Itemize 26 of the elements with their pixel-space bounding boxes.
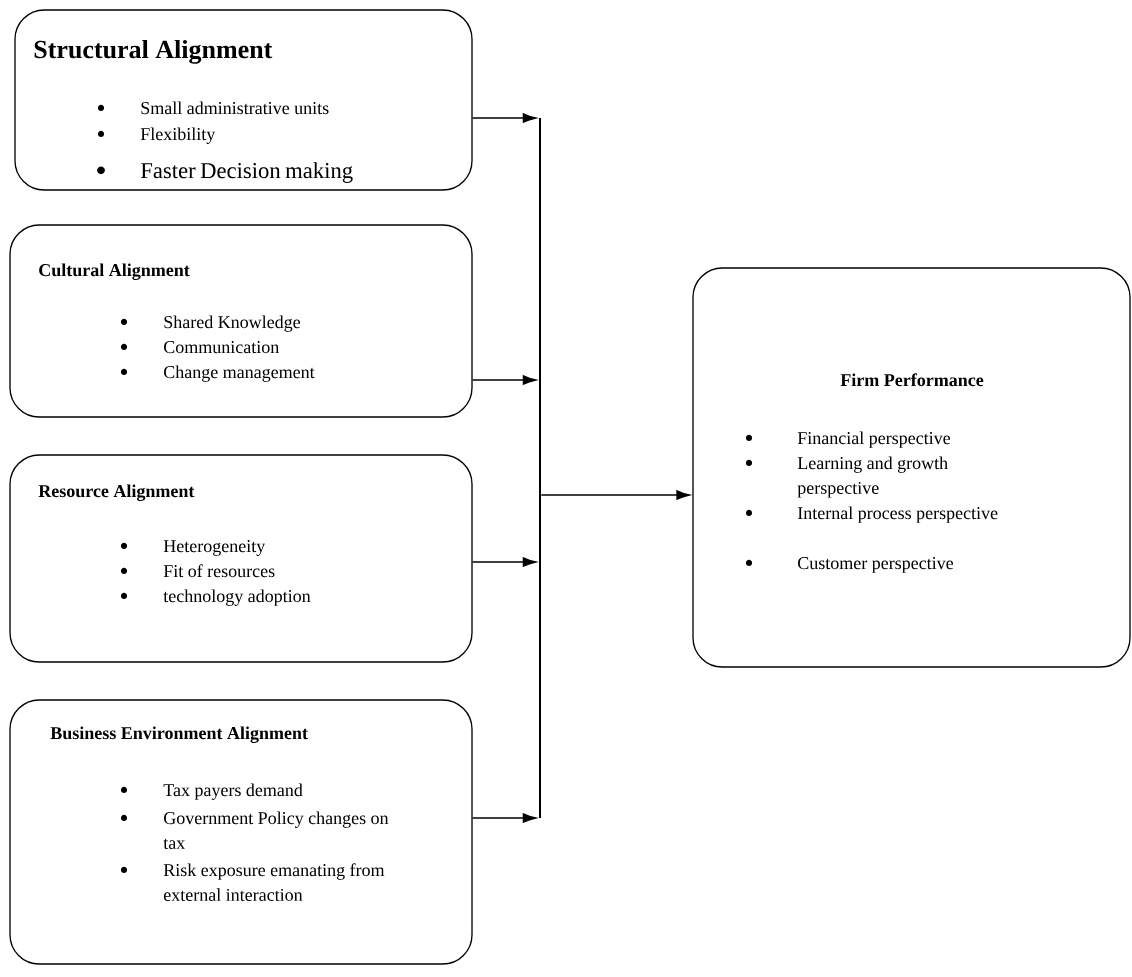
bullet-item: Government Policy changes on tax	[120, 811, 389, 849]
arrow	[472, 113, 537, 123]
bullet-item: Communication	[120, 341, 279, 354]
bullet-item: Financial perspective	[745, 431, 951, 448]
bullet-item: Change management	[120, 365, 315, 382]
bullet-item: Customer perspective	[745, 557, 954, 573]
arrow	[472, 813, 537, 823]
bullet-item: Heterogeneity	[120, 540, 266, 556]
arrow	[540, 490, 690, 500]
bullet-item: Shared Knowledge	[120, 315, 301, 332]
bullet-item: Tax payers demand	[120, 783, 303, 800]
heading: Business Environment Alignment	[50, 726, 308, 743]
bullet-item: Risk exposure emanating from external interaction	[120, 863, 385, 901]
bullet-item: Internal process perspective	[745, 506, 998, 523]
bullet-item: Faster Decision making	[97, 162, 353, 183]
bullet-item: Learning and growth perspective	[745, 456, 948, 498]
heading: Structural Alignment	[34, 39, 273, 64]
heading: Resource Alignment	[38, 484, 195, 501]
heading: Firm Performance	[840, 373, 984, 387]
bullet-item: Flexibility	[97, 127, 216, 144]
arrow	[472, 375, 537, 385]
bullet-item: technology adoption	[120, 589, 311, 606]
arrow	[472, 557, 537, 567]
heading: Cultural Alignment	[39, 263, 190, 280]
bullet-item: Small administrative units	[97, 101, 329, 115]
bullet-item: Fit of resources	[120, 564, 275, 578]
